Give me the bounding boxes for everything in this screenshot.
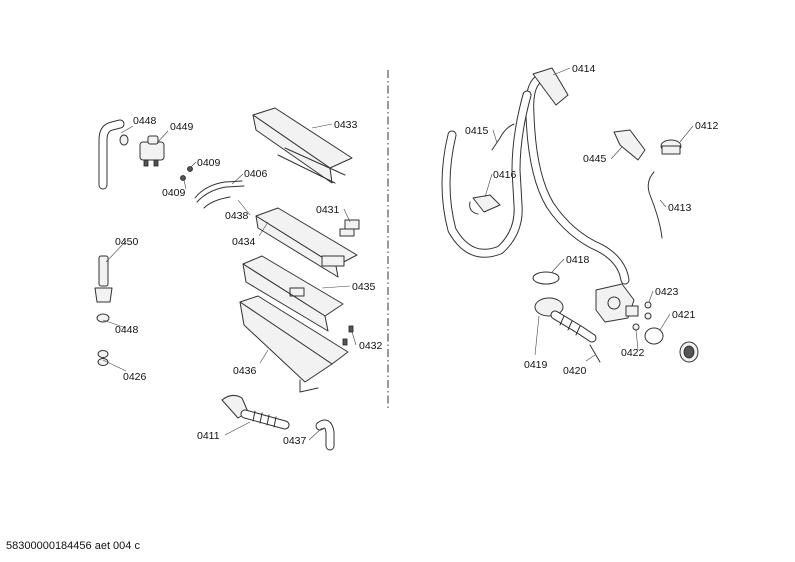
washer-part-0448 (96, 313, 110, 323)
callout-0409-left: 0409 (162, 187, 186, 199)
hose-clamp-part-0416 (469, 194, 501, 215)
callout-0445: 0445 (583, 153, 607, 165)
callout-0414: 0414 (572, 63, 596, 75)
callout-0421: 0421 (672, 309, 696, 321)
small-hose-part-0415 (491, 123, 515, 151)
callout-0448-top: 0448 (133, 115, 157, 127)
pin-part-0420 (589, 344, 601, 363)
label-part-a (344, 219, 360, 230)
detergent-drawer-part (255, 207, 358, 278)
elbow-hose-part (315, 419, 335, 451)
leader-lines (102, 67, 694, 441)
callout-0412: 0412 (695, 120, 719, 132)
callout-0433: 0433 (334, 119, 358, 131)
callout-0411: 0411 (197, 430, 220, 442)
callout-0423: 0423 (655, 286, 679, 298)
screw-part-bottom (180, 175, 186, 181)
callout-0420: 0420 (563, 365, 587, 377)
callout-0450: 0450 (115, 236, 139, 248)
pressure-sensor-part (660, 139, 682, 155)
small-hoses-part (194, 180, 245, 209)
callout-0432: 0432 (359, 340, 383, 352)
callout-0431: 0431 (316, 204, 340, 216)
callout-0409-right: 0409 (197, 157, 221, 169)
callout-0419: 0419 (524, 359, 548, 371)
bracket-part-0445 (613, 129, 646, 161)
callout-0437: 0437 (283, 435, 307, 447)
callout-0415: 0415 (465, 125, 489, 137)
seal-part-0423b (644, 312, 652, 320)
drain-pump-part (595, 283, 639, 323)
detergent-cover-part (252, 107, 353, 184)
dispenser-housing-top-part (242, 255, 344, 332)
seal-part-0423c (632, 323, 640, 331)
callout-0448-bottom: 0448 (115, 324, 139, 336)
callout-0422: 0422 (621, 347, 645, 359)
label-part-b (339, 228, 355, 237)
main-hose-part (525, 67, 630, 285)
callout-0418: 0418 (566, 254, 590, 266)
screw-part-0432b (342, 338, 348, 346)
washer-part-0426b (97, 358, 109, 366)
callout-0438: 0438 (225, 210, 249, 222)
washer-part-0426a (97, 350, 109, 358)
sump-hose-part (534, 297, 597, 343)
inlet-hose-part (98, 119, 129, 190)
drain-hose-part (94, 255, 113, 303)
water-valve-part (139, 135, 165, 167)
callout-0413: 0413 (668, 202, 692, 214)
bellows-hose-part (221, 394, 290, 430)
callout-0416: 0416 (493, 169, 517, 181)
screw-part-top (187, 166, 193, 172)
pump-filter-part (644, 327, 699, 363)
callout-0435: 0435 (352, 281, 376, 293)
callout-0436: 0436 (233, 365, 257, 377)
callout-0434: 0434 (232, 236, 256, 248)
dispenser-housing-bottom-part (239, 295, 349, 393)
seal-part-0423a (644, 301, 652, 309)
sensor-tube-part (647, 171, 663, 239)
document-code: 58300000184456 aet 004 c (6, 540, 140, 552)
callout-0426: 0426 (123, 371, 147, 383)
screw-part-0432a (348, 325, 354, 333)
callout-0449: 0449 (170, 121, 194, 133)
clamp-ring-part (532, 271, 560, 285)
loop-hose-part (441, 90, 532, 258)
callout-0406: 0406 (244, 168, 268, 180)
